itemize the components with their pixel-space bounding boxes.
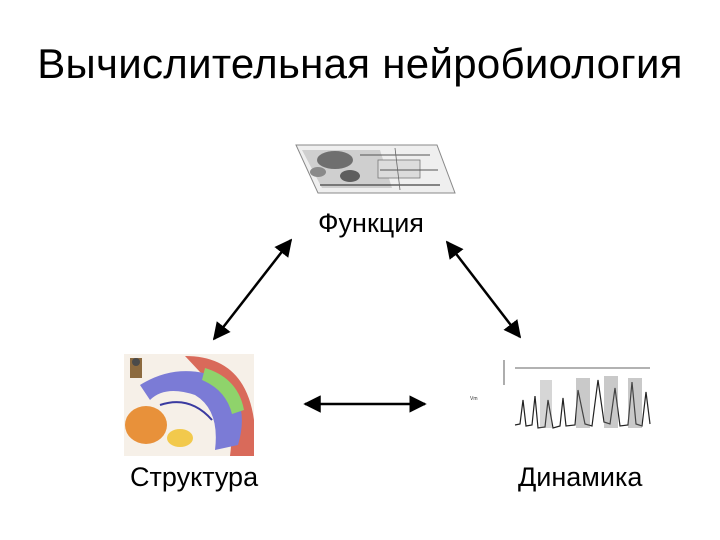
function-image: [295, 144, 456, 194]
dynamics-label: Динамика: [518, 462, 643, 492]
arrow-function-structure: [212, 238, 293, 341]
svg-text:Vm: Vm: [470, 396, 478, 402]
arrow-function-dynamics: [445, 240, 522, 339]
structure-image: [124, 354, 254, 456]
structure-label: Структура: [130, 462, 259, 492]
function-label: Функция: [318, 208, 424, 238]
dynamics-image: Vm: [468, 352, 654, 448]
page-title: Вычислительная нейробиология: [37, 40, 683, 87]
